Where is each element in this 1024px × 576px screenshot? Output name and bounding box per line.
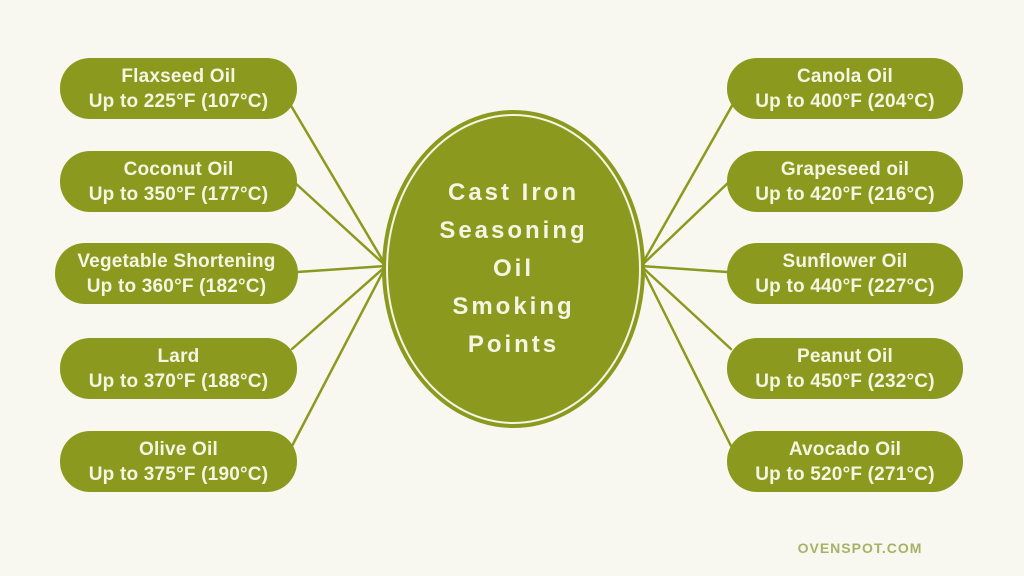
- node-coconut-oil: Coconut Oil Up to 350°F (177°C): [60, 151, 297, 212]
- oil-smoke-point: Up to 225°F (107°C): [88, 90, 269, 112]
- oil-smoke-point: Up to 375°F (190°C): [88, 463, 269, 485]
- oil-name: Vegetable Shortening: [77, 250, 276, 272]
- website-credit: OVENSPOT.COM: [797, 540, 923, 556]
- connector-peanut: [639, 264, 733, 351]
- oil-smoke-point: Up to 450°F (232°C): [755, 370, 935, 392]
- connector-avocado: [639, 264, 733, 448]
- connector-flaxseed: [288, 102, 388, 268]
- oil-smoke-point: Up to 520°F (271°C): [755, 463, 935, 485]
- oil-name: Olive Oil: [139, 438, 218, 460]
- oil-name: Avocado Oil: [788, 438, 902, 460]
- node-sunflower-oil: Sunflower Oil Up to 440°F (227°C): [727, 243, 963, 304]
- oil-name: Flaxseed Oil: [121, 65, 236, 87]
- oil-name: Coconut Oil: [123, 158, 234, 180]
- title-line: Points: [467, 331, 560, 358]
- oil-smoke-point: Up to 360°F (182°C): [86, 275, 267, 297]
- oil-name: Grapeseed oil: [780, 158, 910, 180]
- oil-name: Peanut Oil: [797, 345, 893, 367]
- title-line: Cast Iron: [447, 179, 579, 206]
- title-line: Smoking: [452, 293, 575, 320]
- connector-canola: [639, 102, 735, 268]
- oil-smoke-point: Up to 350°F (177°C): [88, 183, 269, 205]
- node-canola-oil: Canola Oil Up to 400°F (204°C): [727, 58, 963, 119]
- node-vegetable-shortening: Vegetable Shortening Up to 360°F (182°C): [55, 243, 298, 304]
- connector-lard: [290, 264, 388, 351]
- node-avocado-oil: Avocado Oil Up to 520°F (271°C): [727, 431, 963, 492]
- oil-smoke-point: Up to 370°F (188°C): [88, 370, 269, 392]
- connector-coconut: [291, 179, 388, 268]
- oil-name: Canola Oil: [797, 65, 893, 87]
- node-lard: Lard Up to 370°F (188°C): [60, 338, 297, 399]
- diagram-title: Cast Iron Seasoning Oil Smoking Points: [439, 174, 587, 364]
- title-line: Seasoning: [439, 217, 588, 244]
- node-peanut-oil: Peanut Oil Up to 450°F (232°C): [727, 338, 963, 399]
- title-line: Oil: [492, 255, 534, 282]
- oil-name: Lard: [157, 345, 200, 367]
- connector-shortening: [295, 264, 388, 274]
- oil-smoke-point: Up to 400°F (204°C): [755, 90, 935, 112]
- connector-sunflower: [639, 264, 729, 274]
- node-olive-oil: Olive Oil Up to 375°F (190°C): [60, 431, 297, 492]
- node-grapeseed-oil: Grapeseed oil Up to 420°F (216°C): [727, 151, 963, 212]
- connector-olive: [290, 264, 388, 448]
- oil-name: Sunflower Oil: [782, 250, 908, 272]
- connector-grapeseed: [639, 179, 732, 268]
- node-flaxseed-oil: Flaxseed Oil Up to 225°F (107°C): [60, 58, 297, 119]
- oil-smoke-point: Up to 440°F (227°C): [755, 275, 935, 297]
- center-topic-ellipse: Cast Iron Seasoning Oil Smoking Points: [382, 110, 645, 428]
- oil-smoke-point: Up to 420°F (216°C): [755, 183, 935, 205]
